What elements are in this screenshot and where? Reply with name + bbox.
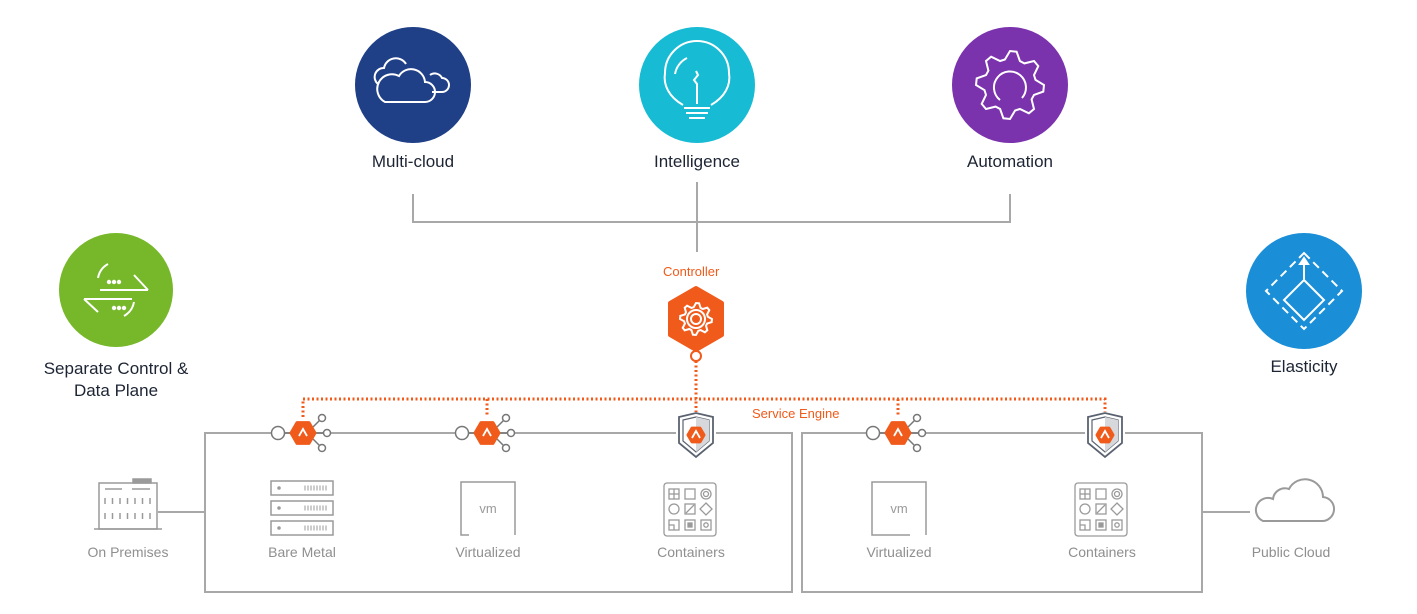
port-icon (454, 425, 470, 441)
elasticity-label: Elasticity (1270, 357, 1338, 376)
containers-icon (663, 482, 717, 537)
control-plane-dotted-lines (301, 361, 1107, 417)
exchange-arrows-icon (83, 263, 149, 317)
separate-control-circle (59, 233, 173, 347)
port-icon (865, 425, 881, 441)
controller-gear-icon (678, 301, 714, 337)
containers-label: Containers (657, 544, 725, 560)
vm-icon (460, 481, 516, 536)
intelligence-label: Intelligence (653, 152, 740, 171)
controller-label: Controller (663, 264, 720, 279)
cloud-environment-box (801, 432, 1203, 593)
service-engine-label: Service Engine (752, 406, 840, 421)
automation-label: Automation (967, 152, 1053, 171)
on-premises-label: On Premises (87, 544, 169, 560)
scale-diamond-icon (1264, 251, 1344, 331)
bare-metal-label: Bare Metal (268, 544, 336, 560)
vm-label: vm (890, 501, 907, 516)
service-engine-node[interactable] (865, 413, 927, 453)
service-engine-node[interactable] (454, 413, 516, 453)
separate-control-label-line1: Separate Control & (43, 359, 189, 378)
controller-node[interactable] (668, 286, 724, 362)
top-connector-lines (412, 182, 1011, 252)
server-stack-icon (270, 480, 334, 536)
shield-service-engine-node[interactable] (676, 412, 716, 459)
containers-label: Containers (1068, 544, 1136, 560)
virtualized-label: Virtualized (455, 544, 521, 560)
building-icon (94, 478, 162, 530)
port-icon (270, 425, 286, 441)
shield-service-engine-node[interactable] (1085, 412, 1125, 459)
service-engine-node[interactable] (270, 413, 332, 453)
virtualized-label: Virtualized (866, 544, 932, 560)
public-cloud-label: Public Cloud (1251, 544, 1331, 560)
separate-control-label-line2: Data Plane (73, 381, 159, 400)
containers-icon (1074, 482, 1128, 537)
separate-control-label: Separate Control & Data Plane (6, 358, 226, 402)
multicloud-label: Multi-cloud (371, 152, 455, 171)
automation-circle (952, 27, 1068, 143)
elasticity-circle (1246, 233, 1362, 349)
lightbulb-icon (663, 40, 731, 119)
vm-label: vm (479, 501, 496, 516)
multicloud-circle (355, 27, 471, 143)
public-cloud-icon (1254, 478, 1335, 523)
vm-icon (871, 481, 927, 536)
intelligence-circle (639, 27, 755, 143)
clouds-icon (373, 57, 450, 103)
gear-icon (974, 49, 1046, 121)
